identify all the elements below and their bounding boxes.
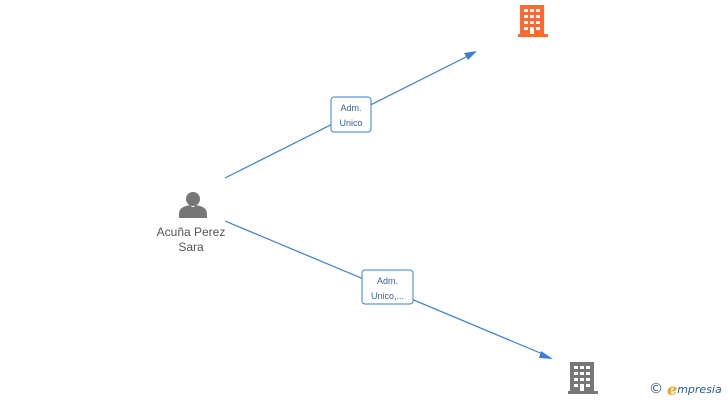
- edge-label-line1: Adm.: [377, 276, 398, 286]
- edge-to-company-2: Adm. Unico,...: [224, 220, 553, 359]
- edge-label-box[interactable]: Adm. Unico,...: [361, 269, 414, 305]
- edge-label-line1: Adm.: [340, 103, 361, 113]
- brand-watermark: © e mpresia: [649, 379, 722, 399]
- copyright-icon: ©: [649, 381, 663, 397]
- edge-to-company-1: Adm. Unico: [224, 51, 477, 179]
- arrow-head-icon: [539, 351, 553, 359]
- brand-logo-e: e: [667, 379, 678, 399]
- edge-label-line2: Unico,...: [371, 291, 404, 301]
- edge-label-box[interactable]: Adm. Unico: [330, 96, 372, 133]
- company-node-1[interactable]: [518, 5, 548, 37]
- edge-label-line2: Unico: [339, 118, 362, 128]
- company-node-2[interactable]: [568, 362, 598, 394]
- person-name-line2: Sara: [178, 240, 204, 254]
- building-icon: [568, 362, 598, 394]
- building-icon: [518, 5, 548, 37]
- person-icon: [179, 192, 207, 218]
- person-name-line1: Acuña Perez: [157, 225, 226, 239]
- person-node[interactable]: Acuña Perez Sara: [157, 192, 226, 254]
- brand-logo-text: mpresia: [677, 382, 722, 396]
- arrow-head-icon: [464, 51, 477, 60]
